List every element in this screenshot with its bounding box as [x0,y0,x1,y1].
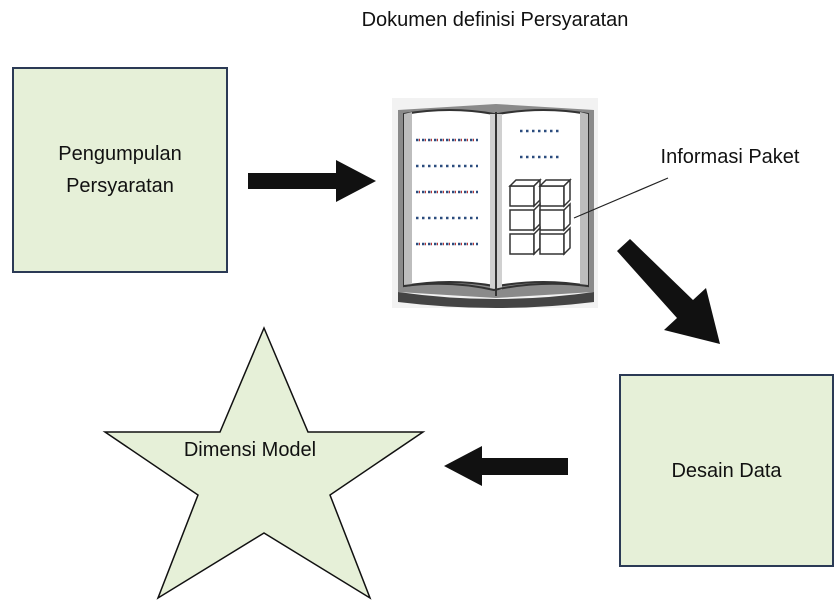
data-design-box: Desain Data [619,374,834,567]
arrow-right-icon [248,160,376,202]
data-design-label: Desain Data [671,459,782,482]
arrow-down-right-icon [617,239,720,344]
star-shape [102,326,426,600]
requirements-collection-label: Pengumpulan Persyaratan [58,143,182,197]
callout-leader-line [573,177,669,219]
cube-stack-icon [508,178,572,256]
package-information-label: Informasi Paket [660,146,800,168]
arrow-left-icon [444,446,568,486]
requirements-collection-box: Pengumpulan Persyaratan [12,67,228,273]
dimension-model-label: Dimensi Model [183,439,317,461]
document-title: Dokumen definisi Persyaratan [361,9,629,31]
